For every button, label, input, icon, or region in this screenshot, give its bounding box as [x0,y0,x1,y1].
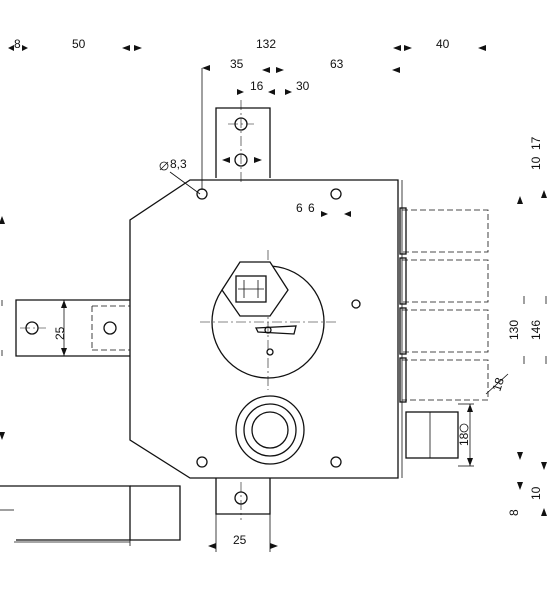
dim-25-left: 25 [53,326,67,340]
right-dimension-chain: 10 17 130 146 10 8 [507,136,547,516]
dim-dia-83: 8,3 [159,157,201,195]
dim-dia-18: 18 [457,423,471,446]
dim-dia-18-angled-label: 18 [490,376,508,393]
top-mounting-tab [215,100,271,182]
dim-35: 35 [230,57,244,71]
dim-6-label: 6 [296,201,303,215]
left-bracket: 25 [15,299,130,357]
dim-63: 63 [330,57,344,71]
dim-50: 50 [72,37,86,51]
top-dimension-chain: 8 50 132 40 [8,37,486,51]
dim-25-bottom: 25 [233,533,247,547]
lock-body [129,179,403,479]
dim-10-lower: 10 [529,486,543,500]
dim-130: 130 [507,320,521,340]
left-edge-marks [0,216,5,440]
dim-8-top: 8 [14,37,21,51]
dim-30: 30 [296,79,310,93]
dim-6-value: 6 [308,201,315,215]
dim-40: 40 [436,37,450,51]
dim-dia-18-label: 18 [457,432,471,446]
key-cylinder [200,250,336,390]
lower-cylinder [235,395,305,465]
bottom-mounting-tab: 25 [208,478,278,552]
dim-146: 146 [529,320,543,340]
dim-8-lower: 8 [507,509,521,516]
dim-132: 132 [256,37,276,51]
dim-row-16-30: 16 30 [237,79,310,95]
dim-16: 16 [250,79,264,93]
dim-dia-18-angled: 18 [485,373,509,395]
dim-6: 6 6 [296,201,351,217]
dim-dia-83-label: 8,3 [170,157,187,171]
dim-10-right: 10 [529,156,543,170]
side-view [0,485,181,546]
latch-bolt [405,403,474,467]
bolts [399,207,489,403]
dim-17: 17 [529,136,543,150]
dim-row-35-63: 35 63 [201,57,400,190]
